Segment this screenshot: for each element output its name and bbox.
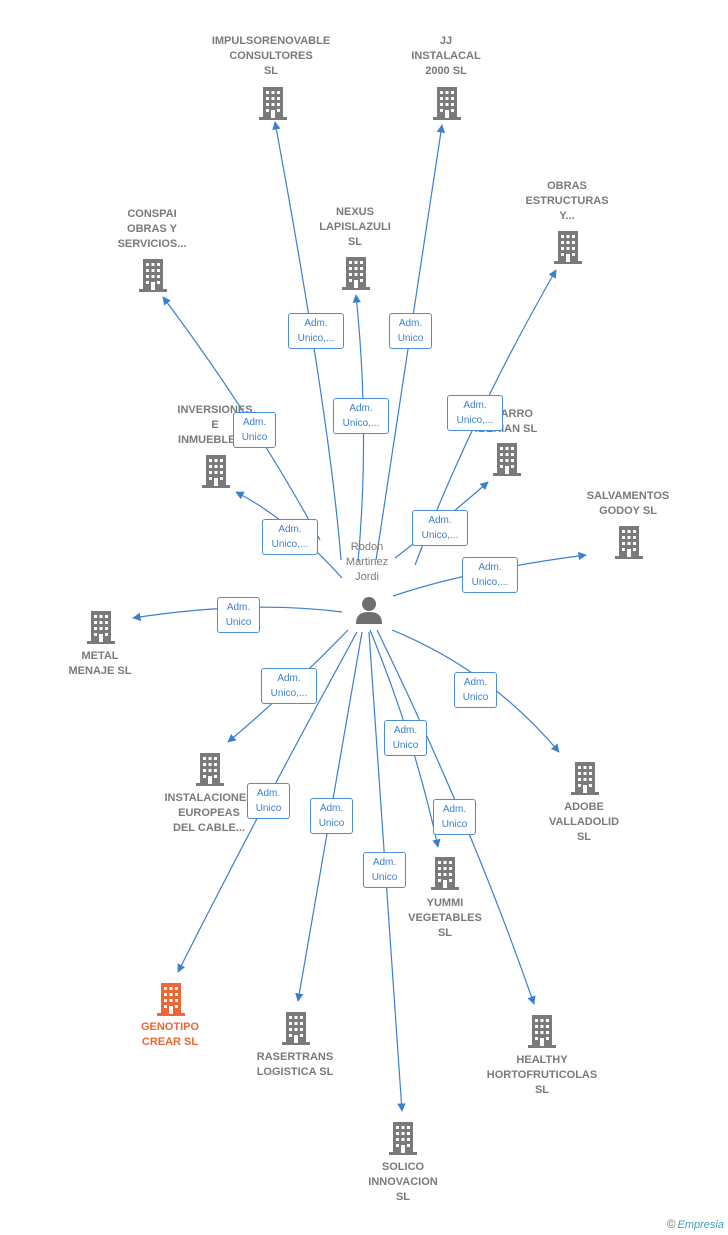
building-icon-healthy-hortofruticolas[interactable] <box>528 1015 556 1048</box>
center-person-name[interactable]: Rodon Martinez Jordi <box>345 541 389 583</box>
building-icon-solico-innovacion[interactable] <box>389 1122 417 1155</box>
role-box-yummi1[interactable]: Adm.Unico <box>384 720 427 756</box>
role-box-salvamentos[interactable]: Adm.Unico,... <box>462 557 518 593</box>
building-icon-nexus-lapislazuli[interactable] <box>342 257 370 290</box>
building-icon-obras-estructuras[interactable] <box>554 231 582 264</box>
building-icon-conspai[interactable] <box>139 259 167 292</box>
relation-edge-impulsorenovable <box>272 121 342 561</box>
role-box-instalaciones[interactable]: Adm.Unico,... <box>261 668 317 704</box>
building-icon-impulsorenovable[interactable] <box>259 87 287 120</box>
role-box-obras[interactable]: Adm.Unico,... <box>447 395 503 431</box>
building-icon-instalaciones-europeas[interactable] <box>196 753 224 786</box>
building-icon-adobe-valladolid[interactable] <box>571 762 599 795</box>
building-icon-metal-menaje[interactable] <box>87 611 115 644</box>
role-box-navarro[interactable]: Adm.Unico,... <box>412 510 468 546</box>
role-box-adobe[interactable]: Adm.Unico <box>454 672 497 708</box>
person-icon[interactable] <box>356 597 382 624</box>
building-icon-rasertrans-logistica[interactable] <box>282 1012 310 1045</box>
role-box-conspai[interactable]: Adm.Unico <box>233 412 276 448</box>
building-icon-jj-instalacal[interactable] <box>433 87 461 120</box>
role-box-impulsorenovable[interactable]: Adm.Unico,... <box>288 313 344 349</box>
building-icon-genotipo-crear[interactable] <box>157 983 185 1016</box>
role-box-metal[interactable]: Adm.Unico <box>217 597 260 633</box>
role-box-rasertrans[interactable]: Adm.Unico <box>310 798 353 834</box>
role-box-nexus[interactable]: Adm.Unico,... <box>333 398 389 434</box>
building-icon-navarro-iberian[interactable] <box>493 443 521 476</box>
empresia-logo: ©Empresia <box>666 1217 724 1231</box>
building-icon-inversiones-inmuebles[interactable] <box>202 455 230 488</box>
role-box-solico[interactable]: Adm.Unico <box>363 852 406 888</box>
copyright-icon: © <box>666 1217 676 1231</box>
role-box-jj[interactable]: Adm.Unico <box>389 313 432 349</box>
building-icon-yummi-vegetables[interactable] <box>431 857 459 890</box>
role-box-yummi2[interactable]: Adm.Unico <box>433 799 476 835</box>
role-box-inversiones[interactable]: Adm.Unico,... <box>262 519 318 555</box>
building-icon-salvamentos-godoy[interactable] <box>615 526 643 559</box>
role-box-genotipo[interactable]: Adm.Unico <box>247 783 290 819</box>
